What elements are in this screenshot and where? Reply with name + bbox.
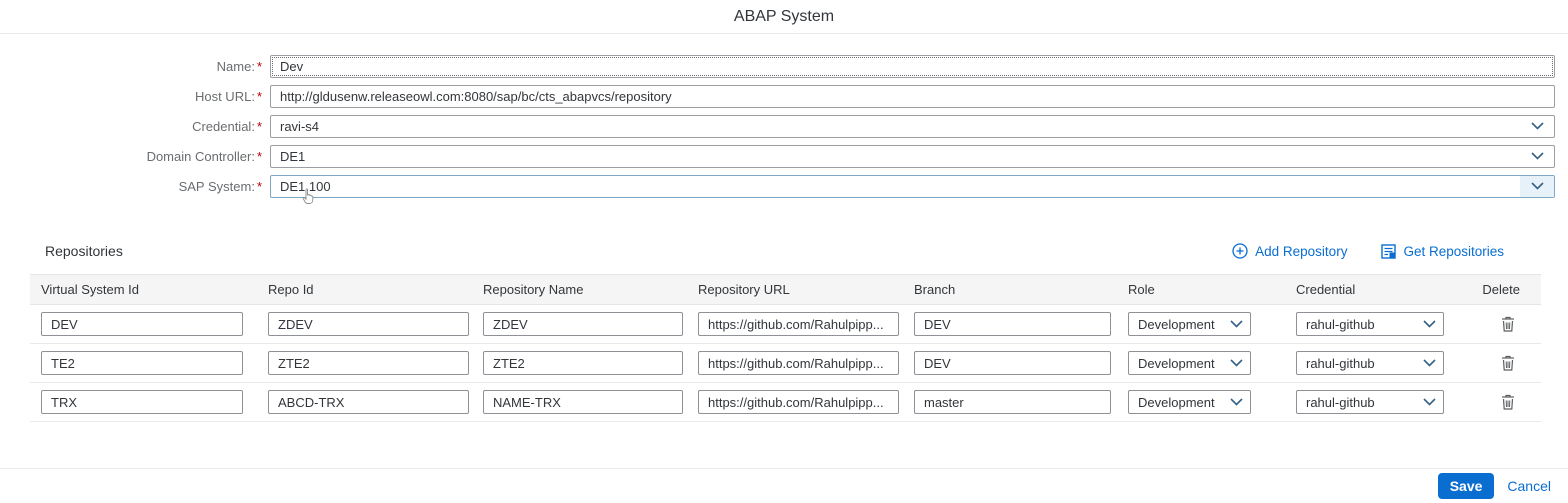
repository-name-field[interactable] <box>483 390 683 414</box>
column-header-repository-url: Repository URL <box>698 282 790 297</box>
virtual-system-id-field[interactable] <box>41 351 243 375</box>
add-repository-button[interactable]: Add Repository <box>1232 243 1347 259</box>
chevron-down-icon[interactable] <box>1520 146 1554 167</box>
chevron-down-icon[interactable] <box>1415 313 1443 335</box>
branch-field[interactable] <box>914 351 1111 375</box>
plus-circle-icon <box>1232 243 1248 259</box>
name-field[interactable] <box>270 54 1555 78</box>
cancel-button[interactable]: Cancel <box>1507 478 1551 494</box>
chevron-down-icon[interactable] <box>1222 313 1250 335</box>
repositories-table: Virtual System Id Repo Id Repository Nam… <box>30 274 1541 422</box>
sap-system-select[interactable]: DE1.100 <box>270 174 1555 198</box>
dialog-header: ABAP System <box>0 0 1568 34</box>
repository-name-field[interactable] <box>483 351 683 375</box>
form-row-domain-controller: Domain Controller:* DE1 <box>0 141 1568 171</box>
form-row-credential: Credential:* ravi-s4 <box>0 111 1568 141</box>
table-row: Development rahul-github <box>30 305 1541 344</box>
repository-url-field[interactable] <box>698 390 899 414</box>
chevron-down-icon[interactable] <box>1415 391 1443 413</box>
repository-url-field[interactable] <box>698 312 899 336</box>
credential-select[interactable]: ravi-s4 <box>270 114 1555 138</box>
repo-id-field[interactable] <box>268 351 469 375</box>
column-header-repository-name: Repository Name <box>483 282 584 297</box>
name-label: Name:* <box>216 58 262 74</box>
credential-label: Credential:* <box>192 118 262 134</box>
trash-icon[interactable] <box>1501 316 1515 332</box>
dialog-footer: Save Cancel <box>0 468 1568 503</box>
form-row-name: Name:* <box>0 51 1568 81</box>
virtual-system-id-field[interactable] <box>41 390 243 414</box>
column-header-delete: Delete <box>1482 282 1520 297</box>
form-row-host-url: Host URL:* <box>0 81 1568 111</box>
chevron-down-icon[interactable] <box>1222 352 1250 374</box>
table-row: Development rahul-github <box>30 344 1541 383</box>
form-row-sap-system: SAP System:* DE1.100 <box>0 171 1568 201</box>
repository-name-field[interactable] <box>483 312 683 336</box>
credential-select[interactable]: rahul-github <box>1296 390 1444 414</box>
repo-id-field[interactable] <box>268 390 469 414</box>
column-header-branch: Branch <box>914 282 956 297</box>
chevron-down-icon[interactable] <box>1415 352 1443 374</box>
repositories-list-icon <box>1381 243 1397 259</box>
chevron-down-icon[interactable] <box>1520 116 1554 137</box>
role-select[interactable]: Development <box>1128 390 1251 414</box>
virtual-system-id-field[interactable] <box>41 312 243 336</box>
save-button[interactable]: Save <box>1437 473 1495 499</box>
required-marker: * <box>256 178 262 194</box>
required-marker: * <box>256 118 262 134</box>
table-row: Development rahul-github <box>30 383 1541 422</box>
branch-field[interactable] <box>914 390 1111 414</box>
domain-controller-select[interactable]: DE1 <box>270 144 1555 168</box>
sap-system-label: SAP System:* <box>178 178 262 194</box>
host-url-label: Host URL:* <box>194 88 262 104</box>
table-header-row: Virtual System Id Repo Id Repository Nam… <box>30 274 1541 305</box>
trash-icon[interactable] <box>1501 355 1515 371</box>
page-title: ABAP System <box>733 7 835 25</box>
role-select[interactable]: Development <box>1128 351 1251 375</box>
abap-system-form: Name:* Host URL:* Credential:* ravi-s4 D… <box>0 34 1568 201</box>
repository-url-field[interactable] <box>698 351 899 375</box>
required-marker: * <box>256 58 262 74</box>
repositories-title: Repositories <box>45 243 123 259</box>
column-header-role: Role <box>1128 282 1155 297</box>
host-url-field[interactable] <box>270 84 1555 108</box>
required-marker: * <box>256 148 262 164</box>
domain-controller-label: Domain Controller:* <box>146 148 262 164</box>
chevron-down-icon[interactable] <box>1222 391 1250 413</box>
role-select[interactable]: Development <box>1128 312 1251 336</box>
trash-icon[interactable] <box>1501 394 1515 410</box>
repositories-section-header: Repositories Add Repository Get Reposito… <box>0 243 1568 259</box>
credential-select[interactable]: rahul-github <box>1296 351 1444 375</box>
column-header-credential: Credential <box>1296 282 1356 297</box>
chevron-down-icon[interactable] <box>1520 175 1554 197</box>
get-repositories-button[interactable]: Get Repositories <box>1381 244 1504 259</box>
branch-field[interactable] <box>914 312 1111 336</box>
credential-select[interactable]: rahul-github <box>1296 312 1444 336</box>
column-header-virtual-system-id: Virtual System Id <box>41 282 140 297</box>
column-header-repo-id: Repo Id <box>268 282 314 297</box>
repo-id-field[interactable] <box>268 312 469 336</box>
required-marker: * <box>256 88 262 104</box>
